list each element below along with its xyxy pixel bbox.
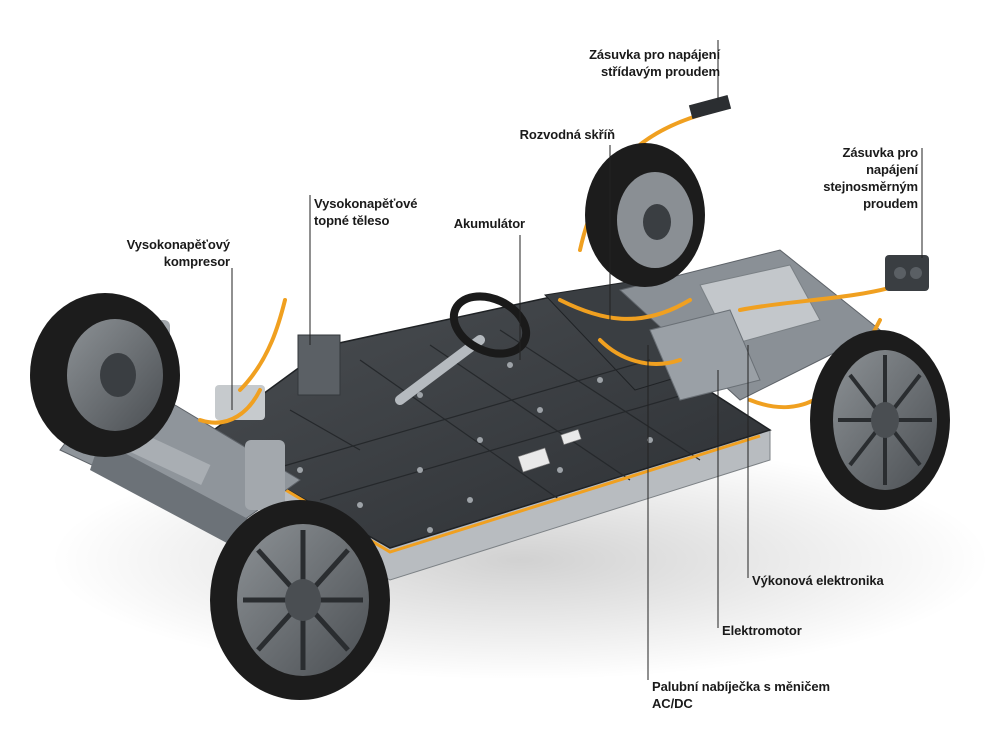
label-dc-socket: Zásuvka pro napájení stejnosměrným proud… [823,145,918,211]
label-compressor: Vysokonapěťový kompresor [126,237,230,269]
label-ac-socket: Zásuvka pro napájení střídavým proudem [589,47,720,79]
battery-seams [269,329,701,501]
wheel-rear-left [585,143,705,287]
rear-subframe [618,249,881,401]
label-battery: Akumulátor [453,216,525,231]
ac-charging-socket [688,95,732,119]
hv-heater-unit [297,334,341,396]
dc-charging-socket [885,255,929,291]
warning-sticker [517,447,551,473]
motor-housing [649,309,761,401]
battery-bolts [297,362,653,533]
steering-assembly [395,292,531,405]
label-power-electronics: Výkonová elektronika [752,573,884,588]
label-charger: Palubní nabíječka s měničem AC/DC [652,679,830,711]
label-motor: Elektromotor [722,623,802,638]
steering-wheel [449,292,531,358]
warning-sticker-small [560,429,582,445]
wheel-front-right [210,500,390,700]
leader-lines [231,40,923,680]
wheel-rear-right [810,330,950,510]
label-heater: Vysokonapěťové topné těleso [314,196,418,228]
label-junction-box: Rozvodná skříň [519,127,616,142]
wheel-front-left [30,293,180,457]
